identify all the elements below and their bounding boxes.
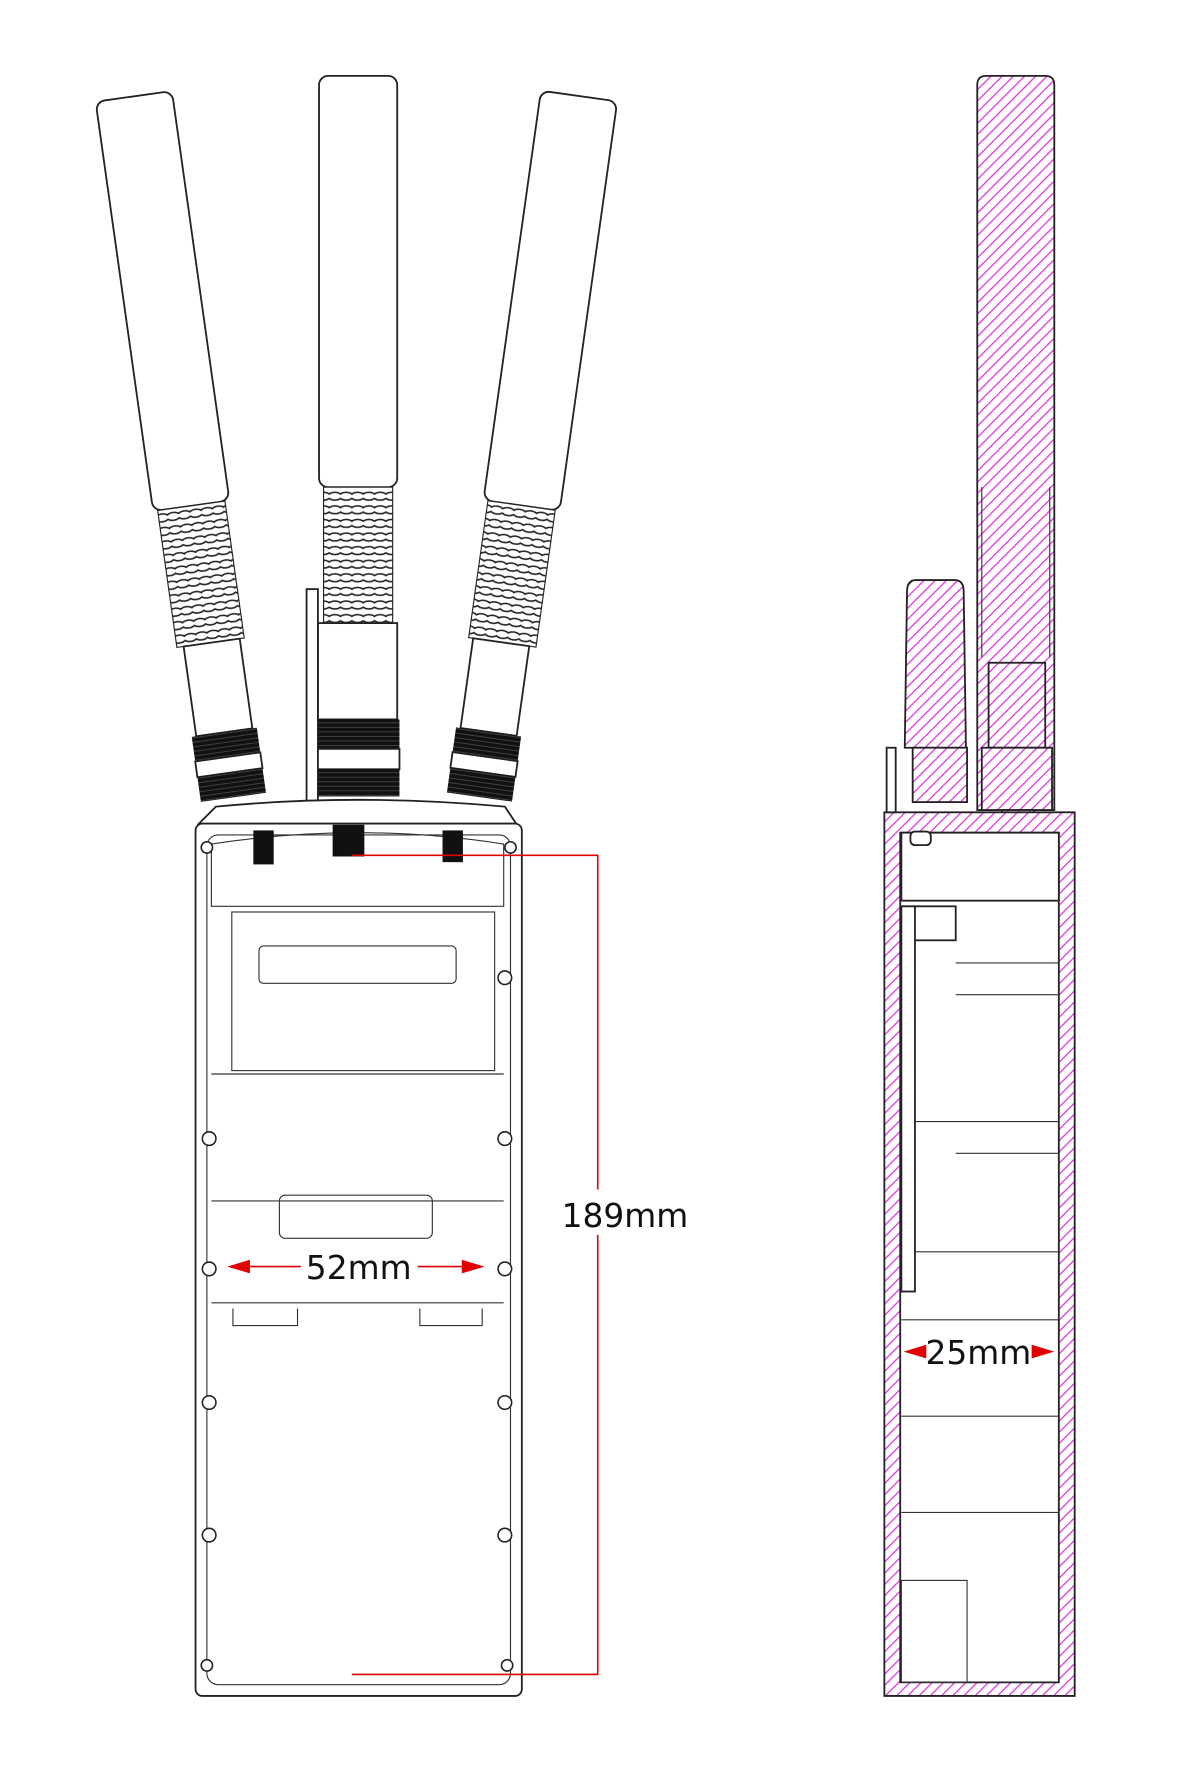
depth-dimension-label: 25mm: [926, 1334, 1032, 1372]
short-antenna-section: [903, 579, 967, 749]
height-dimension-label: 189mm: [562, 1197, 689, 1235]
main-antenna-section: [976, 74, 1056, 811]
device-body-front: [194, 798, 523, 1697]
width-dimension-label: 52mm: [306, 1249, 412, 1287]
side-section-view: 25mm: [883, 74, 1076, 1697]
antenna-left: [95, 91, 266, 802]
dimension-width: 52mm: [227, 1249, 485, 1287]
internal-structure: [900, 830, 1060, 1683]
dimension-height: 189mm: [351, 854, 689, 1676]
front-view: 189mm 52mm: [95, 74, 689, 1697]
dimension-depth: 25mm: [903, 1334, 1055, 1372]
antenna-center: [305, 74, 401, 806]
antenna-right: [446, 90, 617, 802]
screw-holes: [200, 840, 517, 1672]
